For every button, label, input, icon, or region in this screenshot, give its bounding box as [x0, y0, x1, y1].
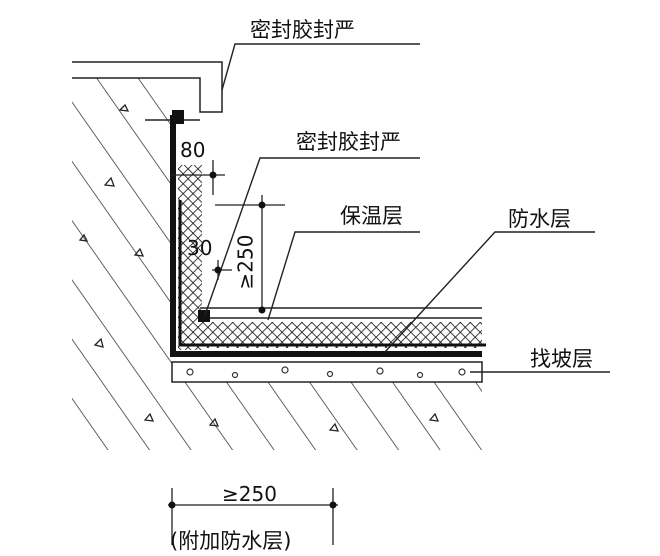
label-additional-waterproof: (附加防水层)	[170, 529, 292, 553]
label-sealant-top: 密封胶封严	[250, 18, 355, 42]
dim-30: 30	[187, 236, 213, 260]
dim-vertical-250: ≥250	[233, 234, 258, 290]
roof-slab	[172, 382, 482, 450]
dim-80: 80	[180, 138, 206, 162]
aggregate-marks	[78, 103, 440, 432]
waterproof-membrane	[170, 115, 482, 357]
dim-horizontal-250: ≥250	[222, 482, 277, 506]
label-waterproof: 防水层	[508, 207, 571, 231]
slope-layer	[171, 361, 483, 383]
leader-lines	[204, 43, 610, 373]
label-sealant-mid: 密封胶封严	[296, 130, 401, 154]
label-slope-layer: 找坡层	[530, 347, 593, 371]
label-insulation: 保温层	[340, 204, 403, 228]
parapet-wall	[72, 78, 172, 450]
